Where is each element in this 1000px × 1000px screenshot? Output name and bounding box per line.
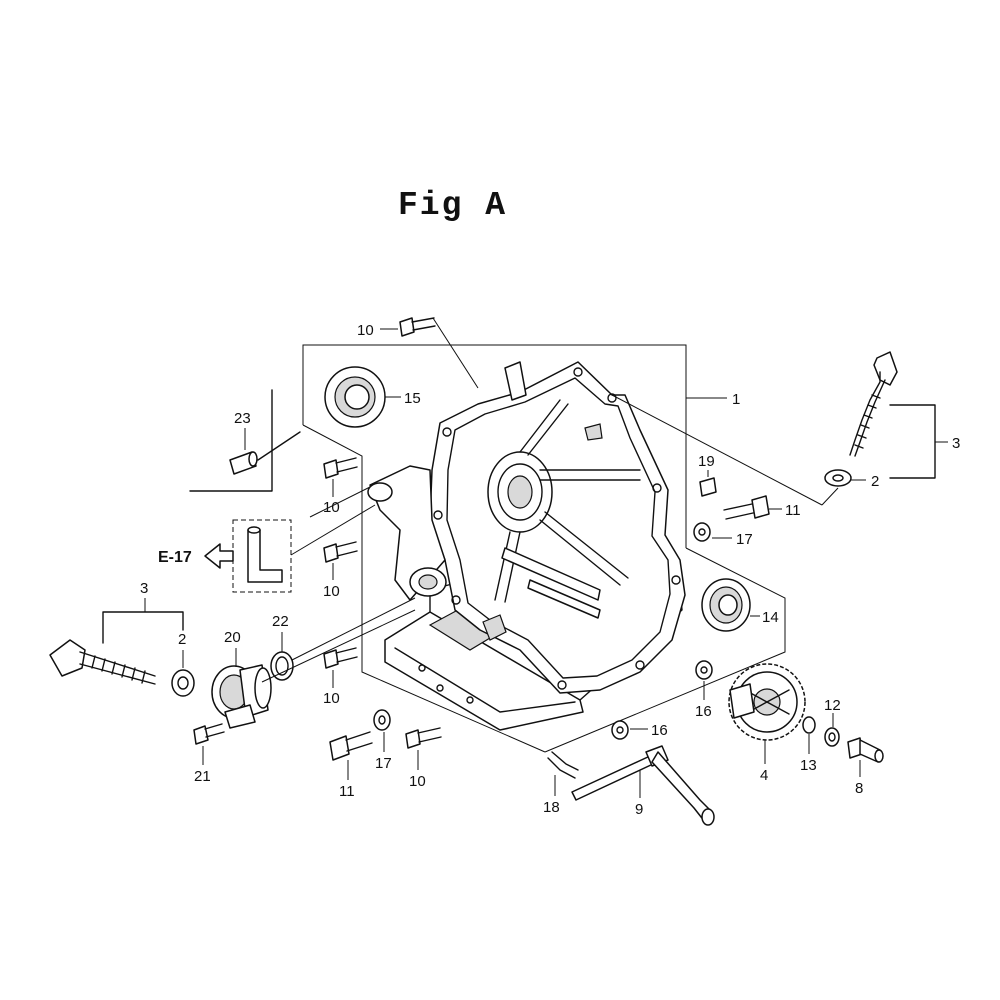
callout-10: 10 xyxy=(323,690,340,707)
gear-washers-and-pin xyxy=(802,713,884,777)
callout-16: 16 xyxy=(695,703,712,720)
callout-10: 10 xyxy=(409,773,426,790)
callout-17: 17 xyxy=(736,531,753,548)
arrow-left-icon xyxy=(204,543,234,569)
leader-lines xyxy=(261,486,416,683)
callout-9: 9 xyxy=(635,801,643,818)
crankcase-cover xyxy=(367,361,686,731)
callout-15: 15 xyxy=(404,390,421,407)
dowel-pin xyxy=(189,389,301,492)
oil-filler-cap-left xyxy=(49,598,195,697)
callout-19: 19 xyxy=(698,453,715,470)
callout-17: 17 xyxy=(375,755,392,772)
flange-bolts xyxy=(193,317,782,780)
callout-23: 23 xyxy=(234,410,251,427)
callouts: 1 2 2 3 3 4 8 9 10 10 10 10 10 11 11 12 … xyxy=(140,322,960,818)
callout-16: 16 xyxy=(651,722,668,739)
callout-4: 4 xyxy=(760,767,768,784)
callout-1: 1 xyxy=(732,391,740,408)
callout-3: 3 xyxy=(952,435,960,452)
oil-filler-cap-right xyxy=(611,351,948,506)
ball-bearing xyxy=(701,578,760,632)
breather-tube-reference: E-17 xyxy=(158,504,376,593)
callout-13: 13 xyxy=(800,757,817,774)
callout-18: 18 xyxy=(543,799,560,816)
callout-11: 11 xyxy=(785,502,801,519)
callout-8: 8 xyxy=(855,780,863,797)
oil-filler-neck xyxy=(211,597,416,729)
callout-2: 2 xyxy=(871,473,879,490)
callout-3: 3 xyxy=(140,580,148,597)
callout-2: 2 xyxy=(178,631,186,648)
callout-12: 12 xyxy=(824,697,841,714)
oil-seal xyxy=(324,366,401,428)
callout-10: 10 xyxy=(357,322,374,339)
callout-14: 14 xyxy=(762,609,779,626)
callout-11: 11 xyxy=(339,783,355,800)
reference-e17: E-17 xyxy=(158,549,192,566)
assembly-frame xyxy=(302,344,786,753)
callout-22: 22 xyxy=(272,613,289,630)
governor-arm xyxy=(547,745,715,826)
callout-10: 10 xyxy=(323,583,340,600)
callout-10: 10 xyxy=(323,499,340,516)
governor-gear xyxy=(728,663,806,764)
washers xyxy=(373,470,732,752)
figure-title: Fig A xyxy=(398,187,507,224)
callout-20: 20 xyxy=(224,629,241,646)
callout-21: 21 xyxy=(194,768,211,785)
